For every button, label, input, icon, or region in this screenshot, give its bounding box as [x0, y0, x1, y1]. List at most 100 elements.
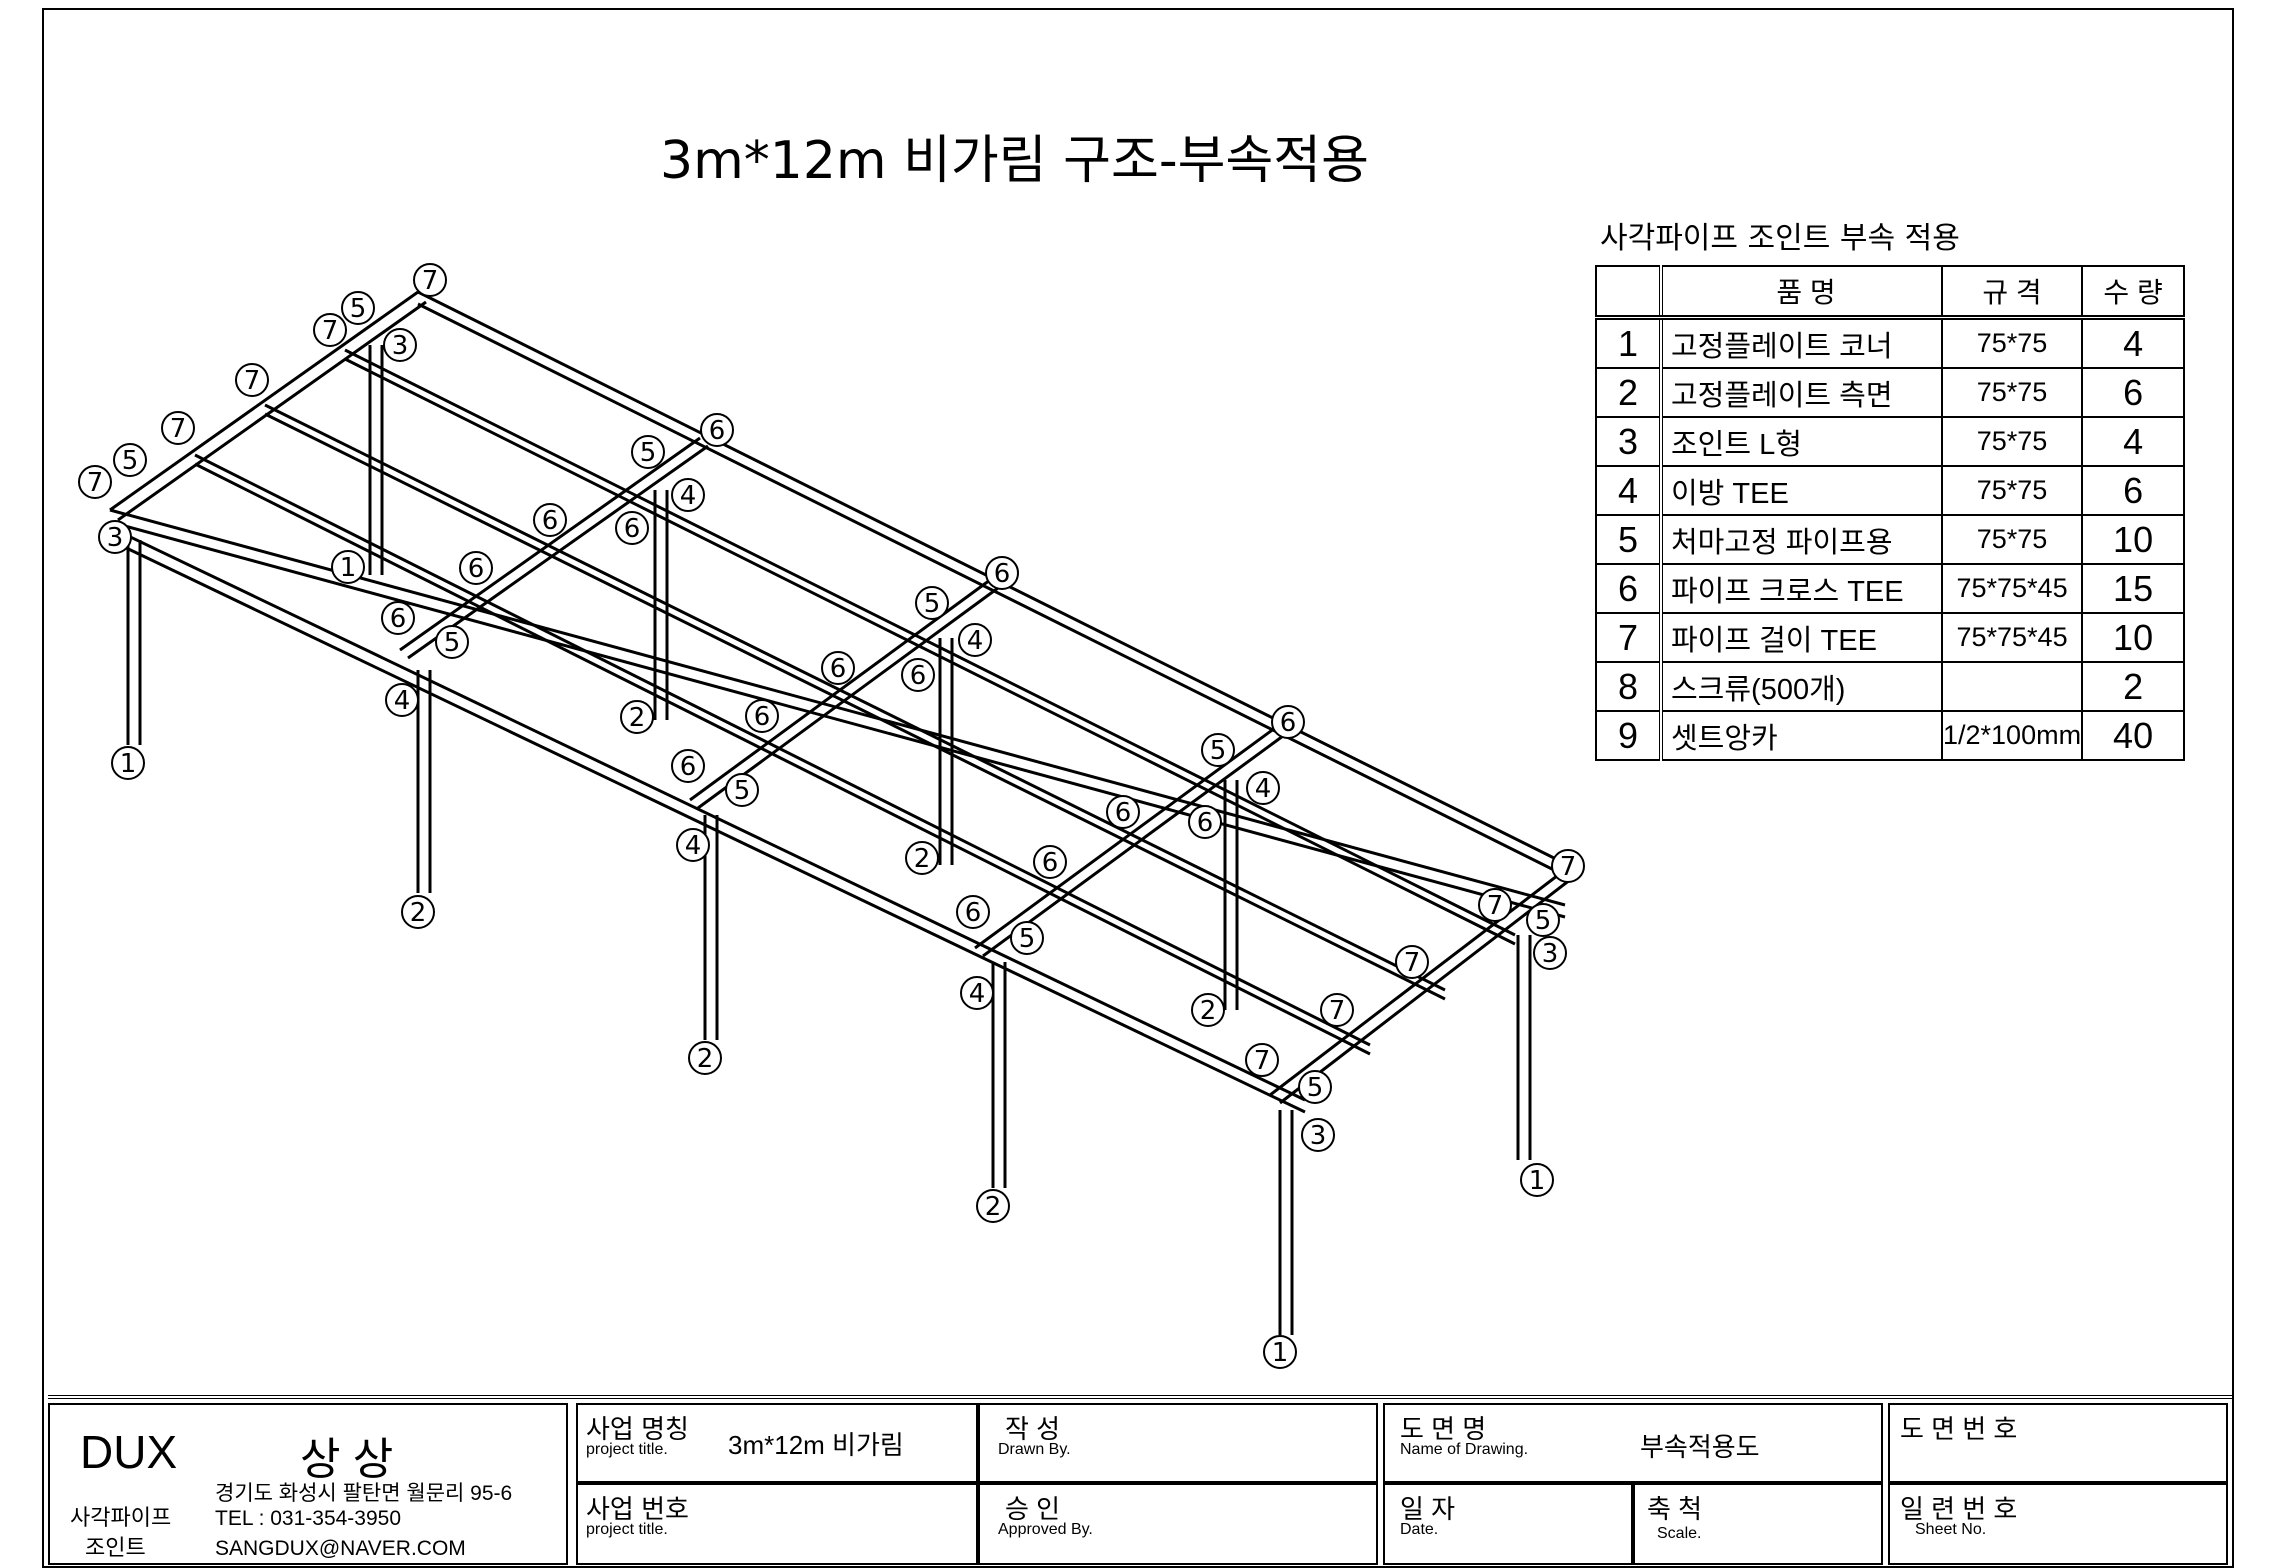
part-name: 이방 TEE	[1660, 465, 1943, 516]
callout-number: 1	[340, 553, 357, 583]
callout-circle	[1246, 771, 1280, 805]
company-email: SANGDUX@NAVER.COM	[215, 1537, 466, 1560]
callout-number: 4	[685, 831, 702, 861]
callout-circle	[383, 328, 417, 362]
post-front-left	[126, 540, 142, 745]
parts-table-caption: 사각파이프 조인트 부속 적용	[1600, 221, 1960, 256]
part-no: 2	[1595, 367, 1663, 418]
callout-circle	[688, 1041, 722, 1075]
callout-6: 6	[615, 511, 649, 545]
callout-circle	[331, 550, 365, 584]
callout-circle	[1478, 888, 1512, 922]
part-spec: 1/2*100mm	[1940, 710, 2084, 761]
callout-circle	[161, 411, 195, 445]
callout-2: 2	[401, 895, 435, 929]
callout-number: 6	[709, 416, 726, 446]
post-back-4	[1223, 780, 1239, 1010]
callout-circle	[1201, 733, 1235, 767]
callout-number: 2	[629, 703, 646, 733]
callout-2: 2	[688, 1041, 722, 1075]
callout-number: 4	[969, 979, 986, 1009]
callout-7: 7	[1478, 888, 1512, 922]
part-qty: 4	[2081, 416, 2186, 467]
project-name-en: project title.	[586, 1441, 668, 1458]
callout-number: 3	[1542, 939, 1559, 969]
callout-number: 6	[1280, 708, 1297, 738]
callout-4: 4	[1246, 771, 1280, 805]
callout-number: 5	[350, 294, 367, 324]
callout-circle	[615, 511, 649, 545]
callout-number: 6	[468, 554, 485, 584]
callout-circle	[745, 699, 779, 733]
callout-6: 6	[381, 601, 415, 635]
rafter-2	[399, 436, 709, 660]
callout-circle	[960, 976, 994, 1010]
callout-number: 7	[1329, 996, 1346, 1026]
post-back-left	[368, 345, 384, 575]
callout-7: 7	[161, 411, 195, 445]
company-cell: DUX 상 상 사각파이프 조인트 경기도 화성시 팔탄면 월문리 95-6 T…	[48, 1403, 568, 1565]
left-end-rafter	[109, 290, 427, 522]
callout-circle	[1106, 795, 1140, 829]
callout-number: 5	[640, 438, 657, 468]
scale-label: 축 척	[1647, 1494, 1703, 1524]
callout-number: 6	[390, 604, 407, 634]
part-spec: 75*75*45	[1940, 612, 2084, 663]
header-no	[1595, 265, 1663, 320]
callout-5: 5	[1010, 921, 1044, 955]
purlin-2	[264, 403, 1446, 1001]
callout-circle	[1395, 945, 1429, 979]
callout-number: 6	[1197, 808, 1214, 838]
company-address: 경기도 화성시 팔탄면 월문리 95-6	[215, 1482, 513, 1505]
callout-5: 5	[1298, 1070, 1332, 1104]
part-qty: 10	[2081, 514, 2186, 565]
post-back-2	[653, 490, 669, 720]
sheet-no-label: 일 련 번 호	[1900, 1494, 2018, 1524]
callout-circle	[671, 478, 705, 512]
callout-6: 6	[533, 503, 567, 537]
callout-number: 6	[1115, 798, 1132, 828]
callout-6: 6	[1033, 845, 1067, 879]
drawn-by-label: 작 성	[1005, 1414, 1061, 1444]
callout-6: 6	[901, 658, 935, 692]
callout-number: 4	[967, 626, 984, 656]
callout-circle	[1533, 936, 1567, 970]
callout-7: 7	[235, 363, 269, 397]
part-name: 스크류(500개)	[1660, 661, 1943, 712]
callout-circle	[113, 443, 147, 477]
callout-number: 7	[1487, 891, 1504, 921]
callout-6: 6	[700, 413, 734, 447]
callout-7: 7	[1395, 945, 1429, 979]
callout-1: 1	[111, 746, 145, 780]
callout-number: 6	[965, 898, 982, 928]
date-cell: 일 자 Date.	[1383, 1483, 1633, 1565]
callout-circle	[1301, 1118, 1335, 1152]
callout-circle	[1526, 903, 1560, 937]
callout-5: 5	[1526, 903, 1560, 937]
callout-5: 5	[113, 443, 147, 477]
callout-6: 6	[1188, 805, 1222, 839]
approved-by-label: 승 인	[1005, 1494, 1061, 1524]
drawing-name-value: 부속적용도	[1640, 1432, 1760, 1462]
callout-circle	[976, 1189, 1010, 1223]
callout-circle	[1010, 921, 1044, 955]
project-no-cell: 사업 번호 project title.	[576, 1483, 978, 1565]
part-spec: 75*75	[1940, 367, 2084, 418]
part-no: 8	[1595, 661, 1663, 712]
callout-circle	[381, 601, 415, 635]
front-lower-beam	[119, 530, 1306, 1114]
callout-7: 7	[313, 313, 347, 347]
callout-2: 2	[620, 700, 654, 734]
part-name: 파이프 걸이 TEE	[1660, 612, 1943, 663]
callout-6: 6	[985, 556, 1019, 590]
callout-number: 5	[444, 628, 461, 658]
callout-number: 6	[624, 514, 641, 544]
part-spec: 75*75	[1940, 514, 2084, 565]
approved-by-en: Approved By.	[998, 1521, 1093, 1538]
drawing-no-cell: 도 면 번 호	[1888, 1403, 2228, 1483]
scale-en: Scale.	[1657, 1525, 1702, 1542]
